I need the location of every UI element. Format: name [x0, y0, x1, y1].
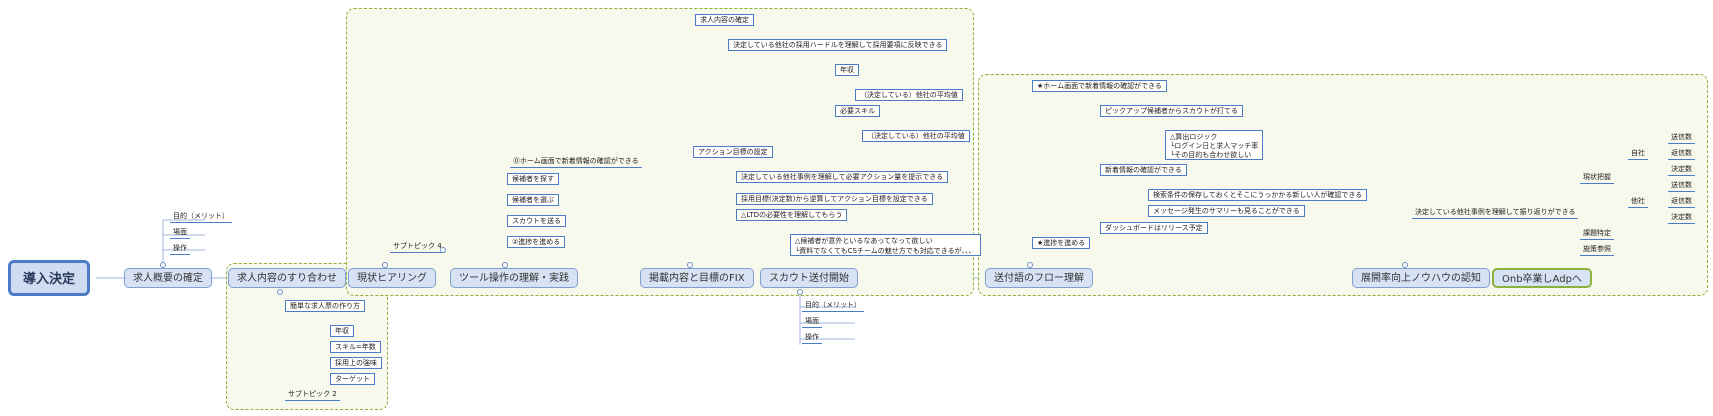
n5-h1a[interactable]: 決定している他社の採用ハードルを理解して採用要項に反映できる [728, 39, 948, 51]
n8-tasha[interactable]: 他社 [1628, 197, 1648, 208]
expand-dot[interactable] [687, 262, 693, 268]
n7-b1[interactable]: 検索条件の保存しておくとそこにうっかかる新しい人が確認できる [1148, 189, 1368, 201]
n8-genjo[interactable]: 現状把握 [1580, 173, 1614, 184]
n8-tasha-2[interactable]: 決定数 [1668, 213, 1695, 224]
n1-child-1[interactable]: 場面 [170, 228, 190, 239]
n4-item-1[interactable]: 候補者を選ぶ [507, 194, 559, 206]
n4-item-2[interactable]: スカウトを送る [507, 215, 566, 227]
node-n1[interactable]: 求人概要の確定 [124, 268, 212, 288]
n2-subtopic-2[interactable]: サブトピック 2 [285, 390, 340, 401]
n8-jisha-1[interactable]: 返信数 [1668, 149, 1695, 160]
n5-h2b[interactable]: 採用目標(決定数)から逆算してアクション目標を設定できる [736, 193, 933, 205]
n7-a2: └ログイン日と求人マッチ率 [1170, 142, 1259, 151]
n5-h1b[interactable]: 年収 [835, 64, 859, 76]
node-n6[interactable]: スカウト送付開始 [760, 268, 858, 288]
n4-item-3[interactable]: ②進捗を進める [507, 236, 566, 248]
n5-h2d-line2: └資料でなくてもCSチームの魅せ方でも対応できるが、、、 [795, 246, 976, 255]
n6-child-1[interactable]: 場面 [802, 317, 822, 328]
node-n8[interactable]: 展開率向上ノウハウの認知 [1352, 268, 1490, 288]
node-n4[interactable]: ツール操作の理解・実践 [450, 268, 578, 288]
n2-item-1[interactable]: スキル=年数 [330, 341, 381, 353]
expand-dot[interactable] [277, 289, 283, 295]
n6-child-2[interactable]: 操作 [802, 333, 822, 344]
n6-child-0[interactable]: 目的（メリット） [802, 301, 864, 312]
n5-h1[interactable]: 求人内容の確定 [695, 14, 754, 26]
n1-child-2[interactable]: 操作 [170, 244, 190, 255]
n5-h1e[interactable]: （決定している）他社の平均値 [862, 130, 970, 142]
n8-tasha-1[interactable]: 返信数 [1668, 197, 1695, 208]
n8-jisha[interactable]: 自社 [1628, 149, 1648, 160]
n4-item-0[interactable]: 候補者を探す [507, 173, 559, 185]
expand-dot[interactable] [1402, 262, 1408, 268]
n7-h2[interactable]: ★進捗を進める [1032, 237, 1091, 249]
n7-b2[interactable]: メッセージ発生のサマリーも見ることができる [1148, 205, 1305, 217]
n8-h[interactable]: 決定している他社事例を理解して振り返りができる [1412, 208, 1579, 219]
n7-a1: △算出ロジック [1170, 133, 1218, 141]
n4-child-head[interactable]: ⓪ホーム画面で新着情報の確認ができる [510, 157, 642, 168]
node-n3[interactable]: 現状ヒアリング [348, 268, 436, 288]
n2-item-3[interactable]: ターゲット [330, 373, 375, 385]
n5-h1d[interactable]: 必要スキル [835, 105, 880, 117]
n5-h2d-line1: △候補者が意外といるなあってなって欲しい [795, 237, 933, 245]
node-n7[interactable]: 送付語のフロー理解 [985, 268, 1093, 288]
n8-b[interactable]: 課題特定 [1580, 229, 1614, 240]
n8-jisha-0[interactable]: 送信数 [1668, 133, 1695, 144]
n5-h2a[interactable]: 決定している他社事例を理解して必要アクション量を提示できる [736, 171, 949, 183]
expand-dot[interactable] [797, 289, 803, 295]
expand-dot[interactable] [502, 262, 508, 268]
n2-item-0[interactable]: 年収 [330, 325, 354, 337]
n5-h1c[interactable]: （決定している）他社の平均値 [855, 89, 963, 101]
n8-tasha-0[interactable]: 送信数 [1668, 181, 1695, 192]
root-node[interactable]: 導入決定 [8, 260, 91, 296]
group-n7-n9 [978, 74, 1708, 296]
n8-c[interactable]: 施策参照 [1580, 245, 1614, 256]
n2-item-2[interactable]: 採用上の強味 [330, 357, 382, 369]
node-n5[interactable]: 掲載内容と目標のFIX [640, 268, 754, 288]
n7-a[interactable]: ピックアップ候補者からスカウトが打てる [1100, 105, 1243, 117]
n8-jisha-2[interactable]: 決定数 [1668, 165, 1695, 176]
node-n2[interactable]: 求人内容のすり合わせ [228, 268, 346, 288]
n7-b[interactable]: 新着情報の確認ができる [1100, 164, 1187, 176]
n7-a-detail[interactable]: △算出ロジック └ログイン日と求人マッチ率 └その目的も合わせ欲しい [1165, 130, 1264, 160]
n3-subtopic-4[interactable]: サブトピック 4 [390, 242, 445, 253]
n7-c[interactable]: ダッシュボードはリリース予定 [1100, 222, 1208, 234]
n2-child-a[interactable]: 簡単な求人票の作り方 [285, 300, 365, 312]
n7-a3: └その目的も合わせ欲しい [1170, 151, 1252, 160]
n5-h2d[interactable]: △候補者が意外といるなあってなって欲しい └資料でなくてもCSチームの魅せ方でも… [790, 234, 981, 256]
n1-child-0[interactable]: 目的（メリット） [170, 212, 232, 223]
expand-dot[interactable] [160, 262, 166, 268]
expand-dot[interactable] [440, 247, 446, 253]
expand-dot[interactable] [1027, 262, 1033, 268]
n5-h2[interactable]: アクション目標の設定 [693, 146, 773, 158]
node-n9[interactable]: Onb卒業しAdpへ [1492, 268, 1592, 288]
expand-dot[interactable] [382, 262, 388, 268]
n7-h1[interactable]: ★ホーム画面で新着情報の確認ができる [1032, 80, 1167, 92]
n5-h2c[interactable]: △LTDの必要性を理解してもらう [736, 209, 848, 221]
